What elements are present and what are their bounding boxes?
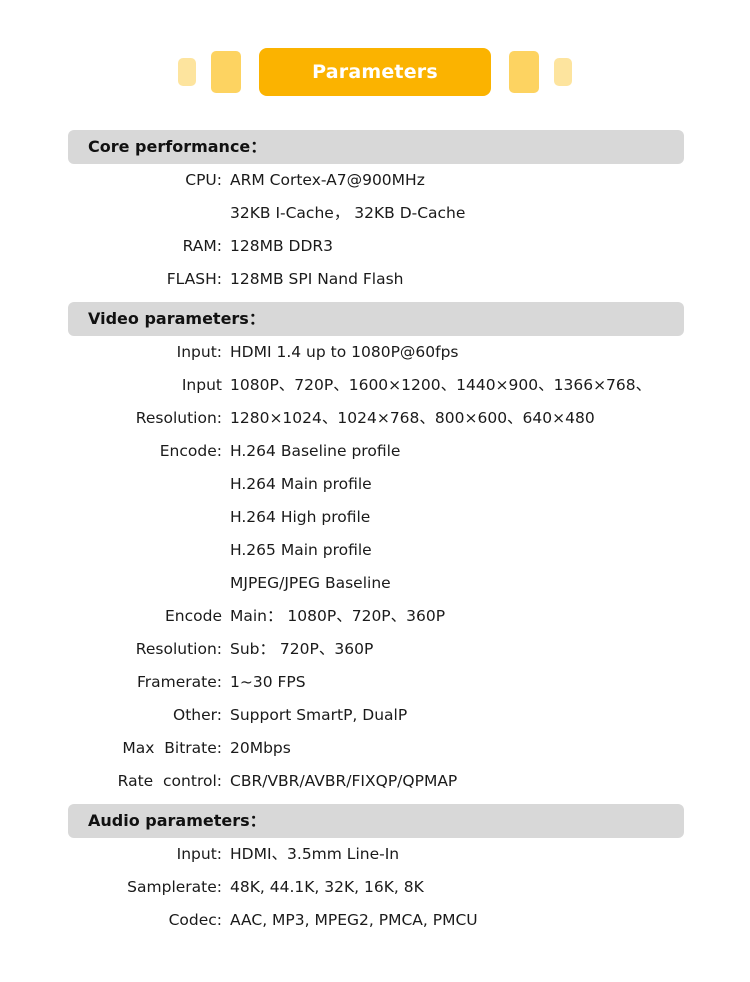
spec-row-value: H.264 Baseline profile [230, 442, 401, 460]
spec-row-value: CBR/VBR/AVBR/FIXQP/QPMAP [230, 772, 458, 790]
spec-row: Samplerate: 48K, 44.1K, 32K, 16K, 8K [68, 871, 684, 904]
spec-row: MJPEG/JPEG Baseline [68, 567, 684, 600]
spec-row-value: 32KB I-Cache， 32KB D-Cache [230, 204, 466, 222]
spec-row-key: Samplerate: [127, 878, 222, 896]
page-header-banner: Parameters [0, 48, 750, 96]
spec-row-key: Resolution: [135, 640, 222, 658]
spec-row-value: 128MB SPI Nand Flash [230, 270, 404, 288]
spec-row-value: H.265 Main profile [230, 541, 372, 559]
spec-row: Codec: AAC, MP3, MPEG2, PMCA, PMCU [68, 904, 684, 937]
spec-row: FLASH: 128MB SPI Nand Flash [68, 263, 684, 296]
spec-row: Rate control: CBR/VBR/AVBR/FIXQP/QPMAP [68, 765, 684, 798]
spec-row: CPU: ARM Cortex-A7@900MHz [68, 164, 684, 197]
spec-row: Framerate: 1~30 FPS [68, 666, 684, 699]
spec-row: Resolution: 1280×1024、1024×768、800×600、64… [68, 402, 684, 435]
section-header-video-parameters: Video parameters： [68, 302, 684, 336]
spec-row-value: 1080P、720P、1600×1200、1440×900、1366×768、 [230, 376, 652, 394]
spec-row-value: AAC, MP3, MPEG2, PMCA, PMCU [230, 911, 478, 929]
section-header-audio-parameters: Audio parameters： [68, 804, 684, 838]
spec-row-key: Encode [165, 607, 222, 625]
spec-row-value: ARM Cortex-A7@900MHz [230, 171, 425, 189]
spec-row: Max Bitrate: 20Mbps [68, 732, 684, 765]
section-header-label: Core performance： [88, 137, 267, 156]
spec-row-key: Max Bitrate: [122, 739, 222, 757]
deco-square-sm-right [509, 51, 539, 93]
spec-row: H.264 Main profile [68, 468, 684, 501]
deco-square-xs-left [178, 58, 196, 86]
spec-row: Other: Support SmartP, DualP [68, 699, 684, 732]
section-header-label: Audio parameters： [88, 811, 266, 830]
spec-row: H.265 Main profile [68, 534, 684, 567]
spec-table: Core performance： CPU: ARM Cortex-A7@900MH… [68, 130, 684, 937]
spec-row-value: 128MB DDR3 [230, 237, 334, 255]
deco-square-xs-right [554, 58, 572, 86]
spec-row: Encode: H.264 Baseline profile [68, 435, 684, 468]
spec-row-value: H.264 High profile [230, 508, 371, 526]
spec-row-value: Main： 1080P、720P、360P [230, 607, 446, 625]
deco-square-sm-left [211, 51, 241, 93]
section-header-core-performance: Core performance： [68, 130, 684, 164]
spec-row: 32KB I-Cache， 32KB D-Cache [68, 197, 684, 230]
spec-row-value: H.264 Main profile [230, 475, 372, 493]
spec-row: Resolution: Sub： 720P、360P [68, 633, 684, 666]
spec-row: RAM: 128MB DDR3 [68, 230, 684, 263]
spec-row-key: Input: [176, 845, 222, 863]
spec-row-key: FLASH: [166, 270, 222, 288]
spec-row-key: Rate control: [117, 772, 222, 790]
spec-row-key: Input [181, 376, 222, 394]
spec-row-value: HDMI、3.5mm Line-In [230, 845, 400, 863]
section-rows-core-performance: CPU: ARM Cortex-A7@900MHz 32KB I-Cache， 32… [68, 164, 684, 296]
section-header-label: Video parameters： [88, 309, 265, 328]
spec-row-key: Encode: [159, 442, 222, 460]
spec-row-value: MJPEG/JPEG Baseline [230, 574, 391, 592]
spec-row-value: Sub： 720P、360P [230, 640, 374, 658]
spec-row-key: CPU: [185, 171, 222, 189]
spec-row-value: 1~30 FPS [230, 673, 306, 691]
spec-row-key: Codec: [168, 911, 222, 929]
spec-row-value: 20Mbps [230, 739, 291, 757]
spec-row-value: HDMI 1.4 up to 1080P@60fps [230, 343, 459, 361]
spec-row-value: 48K, 44.1K, 32K, 16K, 8K [230, 878, 424, 896]
spec-row-key: Input: [176, 343, 222, 361]
spec-row: Input: HDMI 1.4 up to 1080P@60fps [68, 336, 684, 369]
spec-row-key: Resolution: [135, 409, 222, 427]
spec-row: Input 1080P、720P、1600×1200、1440×900、1366×… [68, 369, 684, 402]
spec-row-key: Framerate: [136, 673, 222, 691]
spec-row-key: RAM: [182, 237, 222, 255]
spec-row-value: 1280×1024、1024×768、800×600、640×480 [230, 409, 595, 427]
spec-row: Input: HDMI、3.5mm Line-In [68, 838, 684, 871]
page-title: Parameters [312, 60, 438, 83]
spec-row-value: Support SmartP, DualP [230, 706, 408, 724]
spec-row: Encode Main： 1080P、720P、360P [68, 600, 684, 633]
spec-row-key: Other: [173, 706, 222, 724]
spec-row: H.264 High profile [68, 501, 684, 534]
page-title-pill: Parameters [259, 48, 491, 96]
